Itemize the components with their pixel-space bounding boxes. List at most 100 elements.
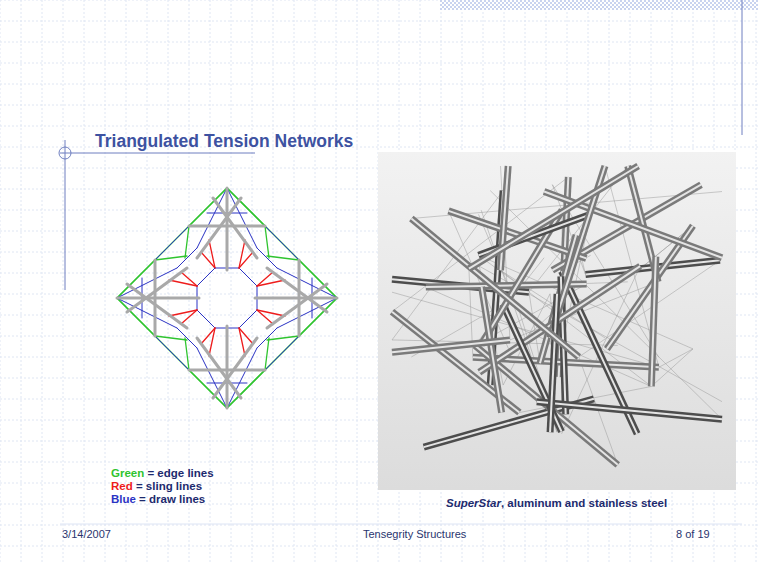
edge-line bbox=[227, 298, 337, 408]
draw-line bbox=[177, 328, 197, 348]
strut-highlight bbox=[651, 257, 655, 387]
strut-body bbox=[550, 294, 557, 432]
strut bbox=[226, 326, 229, 408]
sling-line bbox=[257, 310, 285, 316]
strut-body bbox=[449, 211, 587, 259]
strut-body bbox=[479, 266, 640, 372]
edge-line bbox=[227, 188, 337, 298]
footer-label: Tensegrity Structures bbox=[363, 528, 466, 540]
frame-line bbox=[65, 140, 66, 290]
grid-line bbox=[0, 21, 758, 22]
photo-caption: SuperStar, aluminum and stainless steel bbox=[446, 497, 667, 509]
edge-line bbox=[117, 188, 227, 298]
strut-highlight bbox=[501, 166, 509, 270]
edge-line bbox=[155, 256, 187, 260]
steel-strut bbox=[550, 294, 557, 432]
strut-body bbox=[411, 219, 578, 357]
edge-line bbox=[265, 226, 269, 258]
steel-strut bbox=[482, 287, 502, 413]
draw-line bbox=[177, 248, 197, 268]
strut-highlight bbox=[482, 287, 502, 413]
steel-strut bbox=[479, 266, 640, 372]
strut bbox=[154, 260, 157, 336]
legend-entry: Red = sling lines bbox=[111, 480, 202, 493]
grid-line bbox=[0, 63, 758, 64]
grid-line bbox=[0, 546, 758, 547]
draw-line bbox=[197, 310, 215, 328]
sling-line bbox=[257, 280, 285, 286]
grid-line bbox=[231, 0, 232, 562]
strut-highlight bbox=[449, 211, 587, 259]
strut bbox=[189, 369, 265, 372]
strut-highlight bbox=[550, 294, 557, 432]
draw-line bbox=[257, 328, 277, 348]
legend-entry: Blue = draw lines bbox=[111, 493, 205, 506]
legend-entry: Green = edge lines bbox=[111, 467, 214, 480]
draw-line bbox=[265, 336, 299, 370]
sling-line bbox=[169, 310, 197, 316]
sling-line bbox=[239, 328, 245, 356]
frame-line bbox=[742, 0, 743, 135]
grid-line bbox=[63, 0, 64, 562]
strut-body bbox=[469, 166, 638, 269]
tensegrity-diagram bbox=[117, 188, 337, 408]
photo-ground bbox=[378, 152, 736, 490]
header-band bbox=[440, 0, 758, 10]
strut bbox=[117, 297, 199, 300]
strut bbox=[226, 188, 229, 270]
strut bbox=[197, 198, 241, 258]
edge-line bbox=[265, 338, 269, 370]
grid-line bbox=[0, 42, 758, 43]
legend-swatch: Green bbox=[111, 467, 144, 479]
strut-highlight bbox=[479, 266, 640, 372]
steel-strut bbox=[411, 219, 578, 357]
strut-highlight bbox=[411, 219, 578, 357]
strut-body bbox=[651, 257, 655, 387]
crosshair-mark bbox=[59, 147, 71, 159]
footer-label: 8 of 19 bbox=[676, 528, 710, 540]
edge-line bbox=[267, 336, 299, 340]
sling-line bbox=[209, 240, 215, 268]
draw-line bbox=[239, 310, 257, 328]
grid-line bbox=[0, 84, 758, 85]
steel-strut bbox=[449, 211, 587, 259]
strut bbox=[127, 284, 187, 328]
steel-strut bbox=[469, 166, 638, 269]
slide-title: Triangulated Tension Networks bbox=[95, 131, 353, 152]
draw-line bbox=[155, 336, 189, 370]
strut-body bbox=[482, 287, 502, 413]
draw-line bbox=[197, 268, 215, 286]
edge-line bbox=[267, 256, 299, 260]
sling-line bbox=[169, 280, 197, 286]
superstar-photo bbox=[392, 166, 722, 465]
edge-line bbox=[185, 226, 189, 258]
strut bbox=[255, 297, 337, 300]
steel-strut bbox=[392, 340, 510, 352]
strut-body bbox=[537, 402, 722, 420]
steel-strut bbox=[537, 402, 722, 420]
steel-strut bbox=[501, 166, 509, 270]
grid-line bbox=[315, 0, 316, 562]
strut-body bbox=[501, 166, 509, 270]
strut-highlight bbox=[537, 402, 722, 420]
strut bbox=[298, 260, 301, 336]
footer-label: 3/14/2007 bbox=[62, 528, 111, 540]
edge-line bbox=[185, 338, 189, 370]
strut-highlight bbox=[469, 166, 638, 269]
steel-strut bbox=[651, 257, 655, 387]
strut-body bbox=[392, 340, 510, 352]
legend-swatch: Red bbox=[111, 480, 133, 492]
strut bbox=[213, 338, 257, 398]
draw-line bbox=[239, 268, 257, 286]
draw-line bbox=[257, 248, 277, 268]
grid-line bbox=[0, 126, 758, 127]
title-rule bbox=[60, 153, 255, 154]
legend-swatch: Blue bbox=[111, 493, 136, 505]
edge-line bbox=[155, 336, 187, 340]
sling-line bbox=[239, 240, 245, 268]
strut bbox=[267, 268, 327, 312]
grid-line bbox=[0, 525, 758, 526]
footer-rule bbox=[60, 524, 742, 525]
